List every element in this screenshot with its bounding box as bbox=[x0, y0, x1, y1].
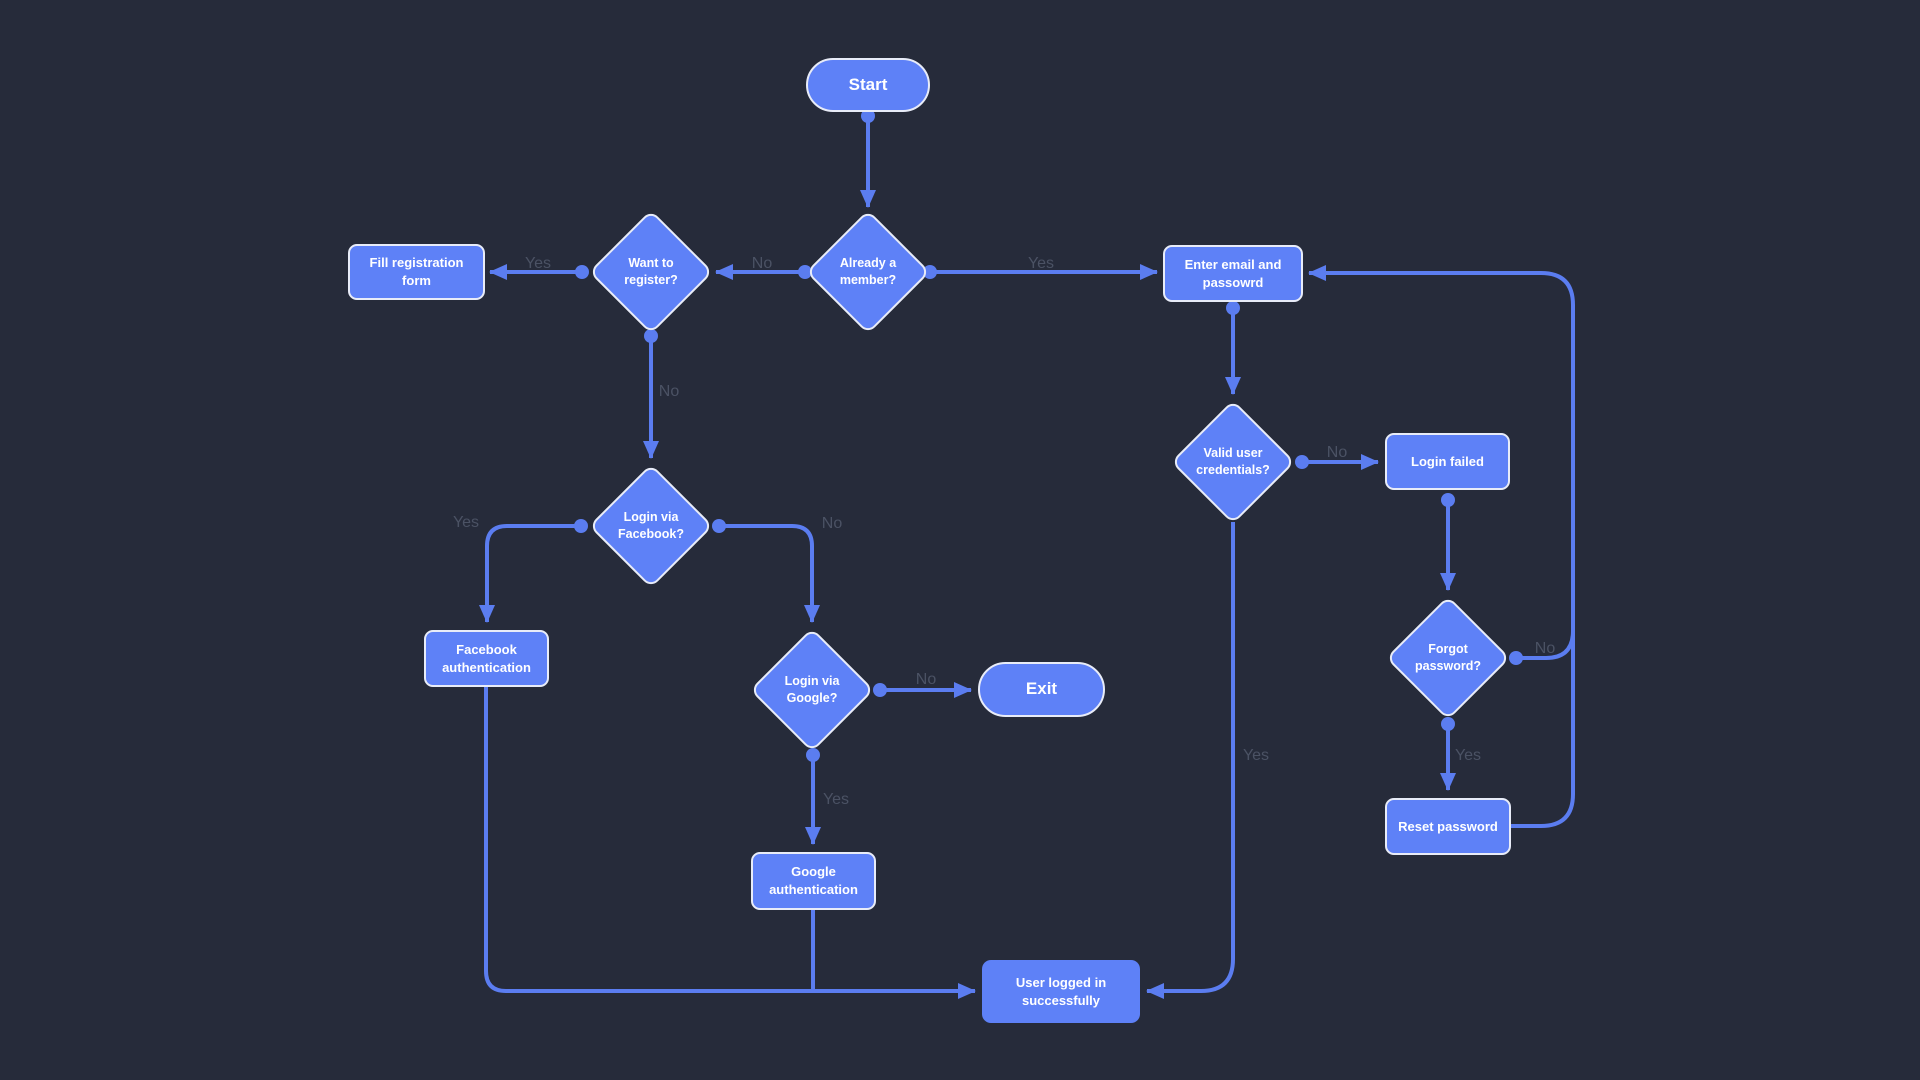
edge-label-logingoogle-to-exit: No bbox=[915, 671, 937, 688]
node-label: Facebook authentication bbox=[442, 641, 531, 675]
edge-loginfacebook-to-logingoogle bbox=[719, 524, 820, 623]
connector-dot bbox=[1441, 493, 1455, 507]
node-label: Exit bbox=[1025, 679, 1058, 699]
node-label: Login via Google? bbox=[784, 674, 840, 705]
node-label: Enter email and passowrd bbox=[1184, 256, 1282, 290]
connector-dot bbox=[644, 329, 658, 343]
edge-label-valid-to-loginfailed: No bbox=[1326, 444, 1348, 461]
connector-dot bbox=[1509, 651, 1523, 665]
connector-dot bbox=[1295, 455, 1309, 469]
edge-valid-to-userlogged bbox=[1146, 522, 1235, 999]
edge-facebookauth-to-userlogged bbox=[484, 687, 976, 999]
connector-dot bbox=[1441, 717, 1455, 731]
edge-label-loginfacebook-to-logingoogle: No bbox=[821, 515, 843, 532]
connector-dot bbox=[873, 683, 887, 697]
node-user-logged-in[interactable]: User logged in successfully bbox=[982, 960, 1140, 1023]
node-login-via-facebook[interactable]: Login via Facebook? bbox=[588, 463, 714, 589]
edge-label-want-to-loginfacebook: No bbox=[658, 383, 680, 400]
node-exit[interactable]: Exit bbox=[978, 662, 1105, 717]
edge-label-valid-to-userlogged: Yes bbox=[1242, 747, 1270, 764]
edge-label-want-to-fill: Yes bbox=[524, 255, 552, 272]
node-label: Want to register? bbox=[624, 256, 678, 287]
node-start[interactable]: Start bbox=[806, 58, 930, 112]
node-label: Reset password bbox=[1398, 818, 1498, 834]
edge-label-forgot-to-reset: Yes bbox=[1454, 747, 1482, 764]
edge-label-logingoogle-to-googleauth: Yes bbox=[822, 791, 850, 808]
edge-label-already-to-want: No bbox=[751, 255, 773, 272]
node-label: Start bbox=[848, 74, 888, 94]
edge-label-forgot-to-enter: No bbox=[1534, 640, 1556, 657]
edge-label-loginfacebook-to-fbauth: Yes bbox=[452, 514, 480, 531]
node-valid-credentials[interactable]: Valid user credentials? bbox=[1170, 399, 1296, 525]
edge-reset-to-enter bbox=[1308, 265, 1575, 828]
node-forgot-password[interactable]: Forgot password? bbox=[1385, 595, 1511, 721]
node-want-to-register[interactable]: Want to register? bbox=[588, 209, 714, 335]
node-enter-email-password[interactable]: Enter email and passowrd bbox=[1163, 245, 1303, 302]
node-login-failed[interactable]: Login failed bbox=[1385, 433, 1510, 490]
connector-dot bbox=[806, 748, 820, 762]
connector-dot bbox=[923, 265, 937, 279]
edge-label-already-to-enter: Yes bbox=[1027, 255, 1055, 272]
node-fill-registration-form[interactable]: Fill registration form bbox=[348, 244, 485, 300]
node-login-via-google[interactable]: Login via Google? bbox=[749, 627, 875, 753]
node-label: Google authentication bbox=[769, 864, 858, 897]
node-already-a-member[interactable]: Already a member? bbox=[805, 209, 931, 335]
node-label: Forgot password? bbox=[1415, 642, 1481, 673]
connector-dot bbox=[575, 265, 589, 279]
node-facebook-authentication[interactable]: Facebook authentication bbox=[424, 630, 549, 687]
node-label: Fill registration form bbox=[369, 255, 464, 288]
node-label: Valid user credentials? bbox=[1196, 446, 1270, 477]
connector-dot bbox=[1226, 301, 1240, 315]
connector-dot bbox=[574, 519, 588, 533]
connector-dot bbox=[712, 519, 726, 533]
node-label: Login via Facebook? bbox=[618, 510, 684, 541]
connector-dot bbox=[798, 265, 812, 279]
node-label: User logged in successfully bbox=[1015, 974, 1107, 1008]
node-reset-password[interactable]: Reset password bbox=[1385, 798, 1511, 855]
edge-loginfacebook-to-fbauth bbox=[479, 524, 581, 623]
node-label: Already a member? bbox=[839, 256, 897, 287]
node-google-authentication[interactable]: Google authentication bbox=[751, 852, 876, 910]
connector-dot bbox=[861, 109, 875, 123]
node-label: Login failed bbox=[1411, 453, 1484, 469]
